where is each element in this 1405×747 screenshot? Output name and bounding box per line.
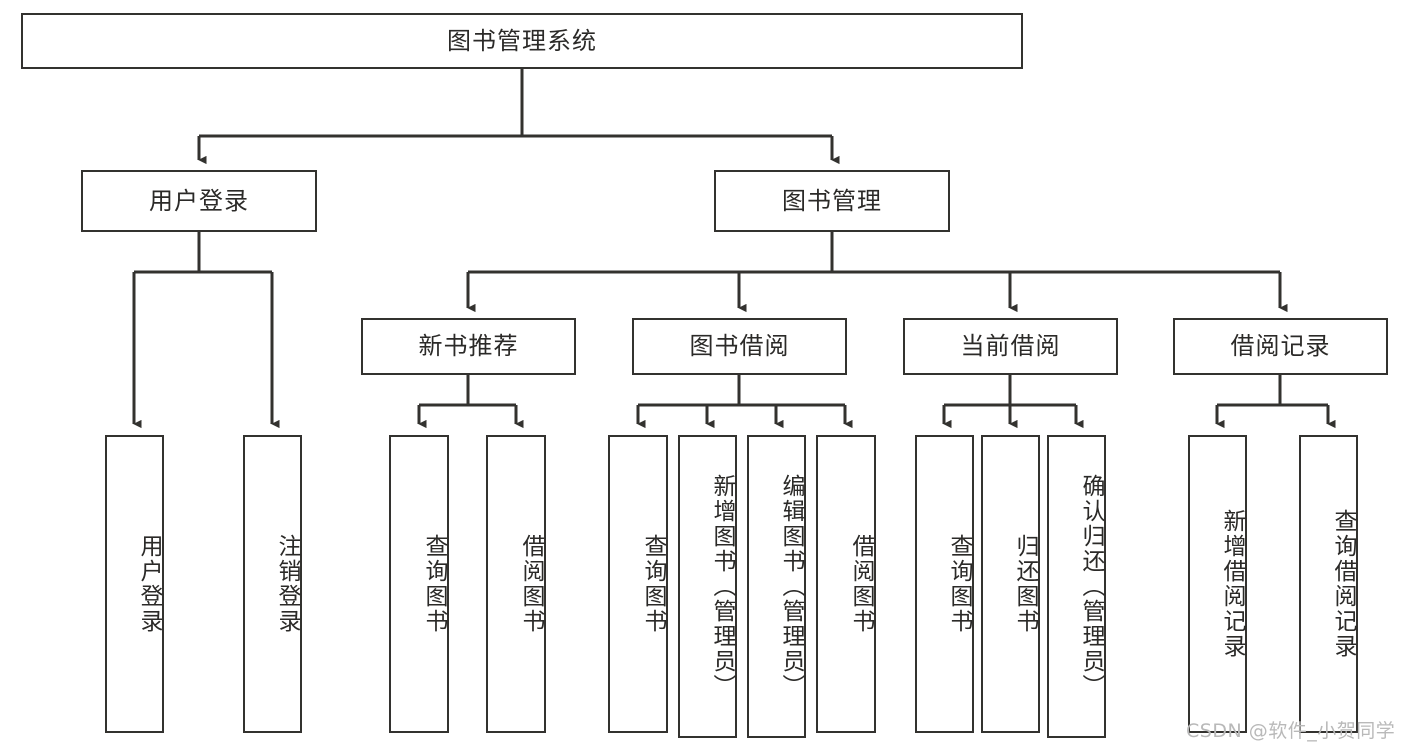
node-leaf-add-record-label: 新增借阅记录 bbox=[1219, 509, 1245, 659]
node-leaf-edit-book-label: 编辑图书（管理员） bbox=[778, 474, 804, 699]
node-leaf-borrow-book-2-label: 借阅图书 bbox=[848, 534, 874, 634]
node-leaf-return-book-label: 归还图书 bbox=[1012, 534, 1038, 634]
node-leaf-return-book[interactable]: 归还图书 bbox=[981, 435, 1040, 733]
node-leaf-query-book-2[interactable]: 查询图书 bbox=[608, 435, 668, 733]
node-book-borrow[interactable]: 图书借阅 bbox=[632, 318, 847, 375]
node-new-book-rec[interactable]: 新书推荐 bbox=[361, 318, 576, 375]
node-new-book-rec-label: 新书推荐 bbox=[418, 332, 519, 361]
node-leaf-user-login-label: 用户登录 bbox=[136, 534, 162, 634]
node-leaf-logout[interactable]: 注销登录 bbox=[243, 435, 302, 733]
node-leaf-query-book-1-label: 查询图书 bbox=[421, 534, 447, 634]
node-current-borrow-label: 当前借阅 bbox=[960, 332, 1061, 361]
node-leaf-confirm-return-label: 确认归还（管理员） bbox=[1078, 474, 1104, 699]
node-leaf-query-book-2-label: 查询图书 bbox=[640, 534, 666, 634]
node-book-borrow-label: 图书借阅 bbox=[689, 332, 790, 361]
node-leaf-query-record-label: 查询借阅记录 bbox=[1330, 509, 1356, 659]
node-leaf-add-book-label: 新增图书（管理员） bbox=[709, 474, 735, 699]
watermark: CSDN @软件_小贺同学 bbox=[1186, 720, 1396, 742]
node-leaf-query-record[interactable]: 查询借阅记录 bbox=[1299, 435, 1358, 733]
node-current-borrow[interactable]: 当前借阅 bbox=[903, 318, 1118, 375]
node-leaf-borrow-book-1[interactable]: 借阅图书 bbox=[486, 435, 546, 733]
node-leaf-user-login[interactable]: 用户登录 bbox=[105, 435, 164, 733]
node-leaf-add-book[interactable]: 新增图书（管理员） bbox=[678, 435, 737, 738]
node-leaf-query-book-3-label: 查询图书 bbox=[946, 534, 972, 634]
node-leaf-borrow-book-2[interactable]: 借阅图书 bbox=[816, 435, 876, 733]
node-leaf-borrow-book-1-label: 借阅图书 bbox=[518, 534, 544, 634]
node-leaf-add-record[interactable]: 新增借阅记录 bbox=[1188, 435, 1247, 733]
node-leaf-confirm-return[interactable]: 确认归还（管理员） bbox=[1047, 435, 1106, 738]
node-user-login[interactable]: 用户登录 bbox=[81, 170, 317, 232]
node-leaf-query-book-3[interactable]: 查询图书 bbox=[915, 435, 974, 733]
node-book-manage-label: 图书管理 bbox=[782, 186, 882, 215]
node-borrow-record[interactable]: 借阅记录 bbox=[1173, 318, 1388, 375]
node-leaf-logout-label: 注销登录 bbox=[274, 534, 300, 634]
node-borrow-record-label: 借阅记录 bbox=[1230, 332, 1331, 361]
node-leaf-query-book-1[interactable]: 查询图书 bbox=[389, 435, 449, 733]
node-book-manage[interactable]: 图书管理 bbox=[714, 170, 950, 232]
node-root-label: 图书管理系统 bbox=[447, 26, 597, 55]
node-root[interactable]: 图书管理系统 bbox=[21, 13, 1023, 69]
node-leaf-edit-book[interactable]: 编辑图书（管理员） bbox=[747, 435, 806, 738]
node-user-login-label: 用户登录 bbox=[149, 186, 249, 215]
